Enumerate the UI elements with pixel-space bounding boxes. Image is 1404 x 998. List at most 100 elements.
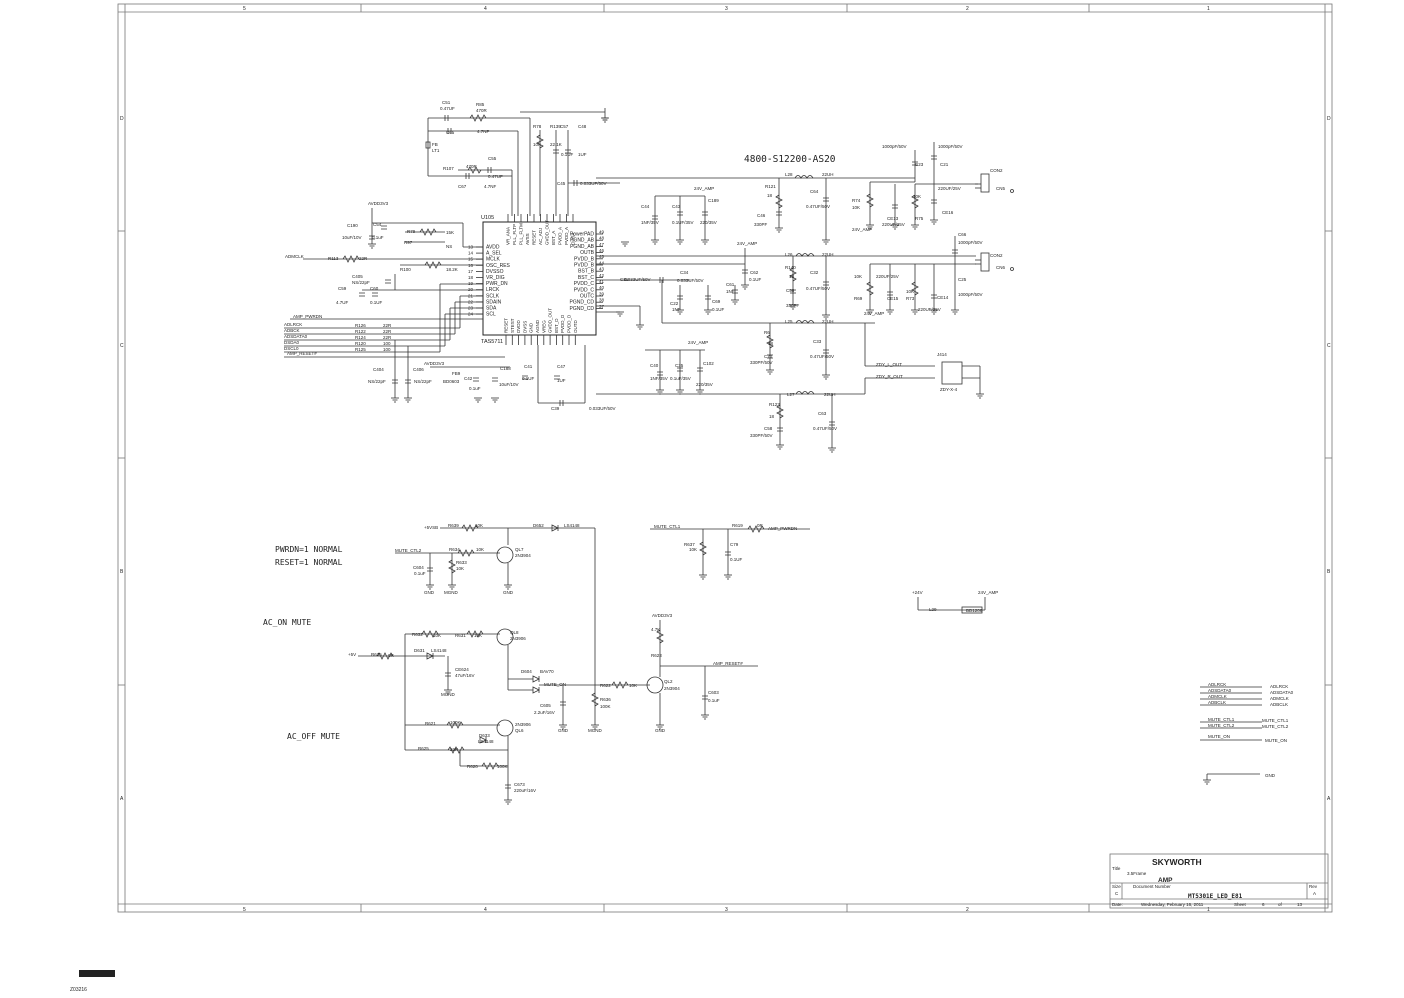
svg-text:C44: C44 bbox=[641, 204, 650, 209]
svg-text:18: 18 bbox=[767, 193, 773, 198]
ic-pin-name: BST_C bbox=[578, 275, 595, 281]
svg-text:100K: 100K bbox=[497, 764, 508, 769]
ic-pin-name: RESET bbox=[504, 318, 509, 333]
svg-text:CE16: CE16 bbox=[942, 210, 954, 215]
svg-text:18: 18 bbox=[789, 274, 795, 279]
svg-text:R139: R139 bbox=[550, 124, 561, 129]
gnd-label: GND bbox=[424, 590, 435, 595]
svg-text:R121: R121 bbox=[765, 184, 776, 189]
ic-pin-name: PVDD_D bbox=[567, 314, 572, 333]
ic-pin: BST_D bbox=[554, 318, 559, 345]
ground-symbol bbox=[766, 369, 774, 375]
svg-text:10K: 10K bbox=[456, 566, 464, 571]
svg-text:R125: R125 bbox=[355, 347, 366, 352]
ground-symbol bbox=[504, 799, 512, 805]
ic-pin-name: RESET bbox=[532, 230, 537, 245]
offpage-left: ADMCLK bbox=[1208, 694, 1227, 699]
svg-text:18.2K: 18.2K bbox=[446, 267, 458, 272]
offpage-connectors: ADLRCK ADSDATA0 ADMCLK ADBCLK ADLRCK ADS… bbox=[1200, 682, 1294, 780]
svg-text:BAV70: BAV70 bbox=[540, 669, 554, 674]
net-label: ZDY_L_OUT bbox=[876, 362, 902, 367]
ic-pin-name: PGND_CD bbox=[570, 300, 595, 306]
ground-symbol bbox=[741, 284, 749, 290]
svg-text:22UH: 22UH bbox=[822, 319, 834, 324]
svg-text:C62: C62 bbox=[750, 270, 759, 275]
offpage-left: MUTE_CTL2 bbox=[1208, 723, 1235, 728]
ic-pin-name: AVSS bbox=[525, 233, 530, 245]
svg-text:C47: C47 bbox=[557, 364, 566, 369]
svg-text:220/35V: 220/35V bbox=[696, 382, 713, 387]
svg-text:C43: C43 bbox=[672, 204, 681, 209]
svg-text:R124: R124 bbox=[355, 335, 366, 340]
svg-text:C35: C35 bbox=[675, 363, 684, 368]
svg-text:C189: C189 bbox=[708, 198, 719, 203]
svg-text:0.033UF/50V: 0.033UF/50V bbox=[580, 181, 607, 186]
ic-pin-number: 43 bbox=[599, 267, 605, 272]
svg-text:C55: C55 bbox=[488, 156, 497, 161]
net-label: ADMCLK bbox=[285, 254, 304, 259]
col-label: 1 bbox=[1207, 6, 1210, 12]
svg-text:CE624: CE624 bbox=[455, 667, 469, 672]
row-label: C bbox=[1327, 343, 1331, 349]
svg-text:R123: R123 bbox=[769, 402, 780, 407]
svg-text:4.7K: 4.7K bbox=[651, 627, 660, 632]
svg-text:C404: C404 bbox=[373, 367, 384, 372]
svg-text:C63: C63 bbox=[818, 411, 827, 416]
svg-text:R622: R622 bbox=[600, 683, 611, 688]
svg-text:R113: R113 bbox=[328, 256, 339, 261]
svg-text:220UF/25V: 220UF/25V bbox=[876, 274, 899, 279]
ground-symbol bbox=[822, 374, 830, 380]
col-label: 2 bbox=[966, 6, 969, 12]
svg-text:C60: C60 bbox=[370, 286, 379, 291]
ic-pin-number: 38 bbox=[599, 298, 605, 303]
svg-text:C64: C64 bbox=[810, 189, 819, 194]
ground-symbol bbox=[731, 299, 739, 305]
svg-text:C39: C39 bbox=[551, 406, 560, 411]
svg-text:18: 18 bbox=[769, 414, 775, 419]
svg-text:LS4148: LS4148 bbox=[564, 523, 580, 528]
svg-text:10uF/10V: 10uF/10V bbox=[499, 382, 519, 387]
svg-text:FB9: FB9 bbox=[452, 371, 461, 376]
svg-text:0.1UF: 0.1UF bbox=[561, 152, 574, 157]
svg-text:L26: L26 bbox=[785, 252, 793, 257]
svg-text:10uF/10V: 10uF/10V bbox=[342, 235, 362, 240]
ground-symbol bbox=[696, 389, 704, 395]
col-label: 5 bbox=[243, 907, 246, 913]
svg-text:C32: C32 bbox=[810, 270, 819, 275]
ground-symbol bbox=[886, 309, 894, 315]
svg-text:R100: R100 bbox=[400, 267, 411, 272]
svg-text:0R: 0R bbox=[388, 653, 395, 658]
ic-pin: GND bbox=[529, 322, 534, 345]
svg-text:R6: R6 bbox=[764, 330, 770, 335]
svg-text:22R: 22R bbox=[383, 323, 392, 328]
transistor bbox=[496, 628, 514, 646]
svg-text:CN5: CN5 bbox=[996, 186, 1005, 191]
ic-pin-name: BST_A bbox=[551, 231, 556, 245]
svg-text:10K: 10K bbox=[629, 683, 637, 688]
net-label: AMP_RESET# bbox=[713, 661, 743, 666]
svg-text:C188: C188 bbox=[500, 366, 511, 371]
title-block: SKYWORTH Title 3.5Frame AMP Size C Docum… bbox=[1109, 853, 1329, 909]
svg-text:1UF: 1UF bbox=[578, 152, 587, 157]
svg-text:R74: R74 bbox=[852, 198, 861, 203]
offpage-right: GND bbox=[1265, 773, 1276, 778]
svg-text:220/35V: 220/35V bbox=[700, 220, 717, 225]
svg-text:0.47UF/50V: 0.47UF/50V bbox=[806, 204, 830, 209]
svg-text:10K: 10K bbox=[689, 547, 697, 552]
svg-text:470R: 470R bbox=[476, 108, 488, 113]
svg-text:C41: C41 bbox=[524, 364, 533, 369]
svg-text:C23: C23 bbox=[915, 162, 924, 167]
ic-pin-name: PGND_CD bbox=[570, 306, 595, 312]
svg-text:2N3906: 2N3906 bbox=[515, 722, 531, 727]
svg-text:BD0603: BD0603 bbox=[443, 379, 460, 384]
svg-text:1UF: 1UF bbox=[557, 378, 566, 383]
ground-symbol bbox=[911, 224, 919, 230]
